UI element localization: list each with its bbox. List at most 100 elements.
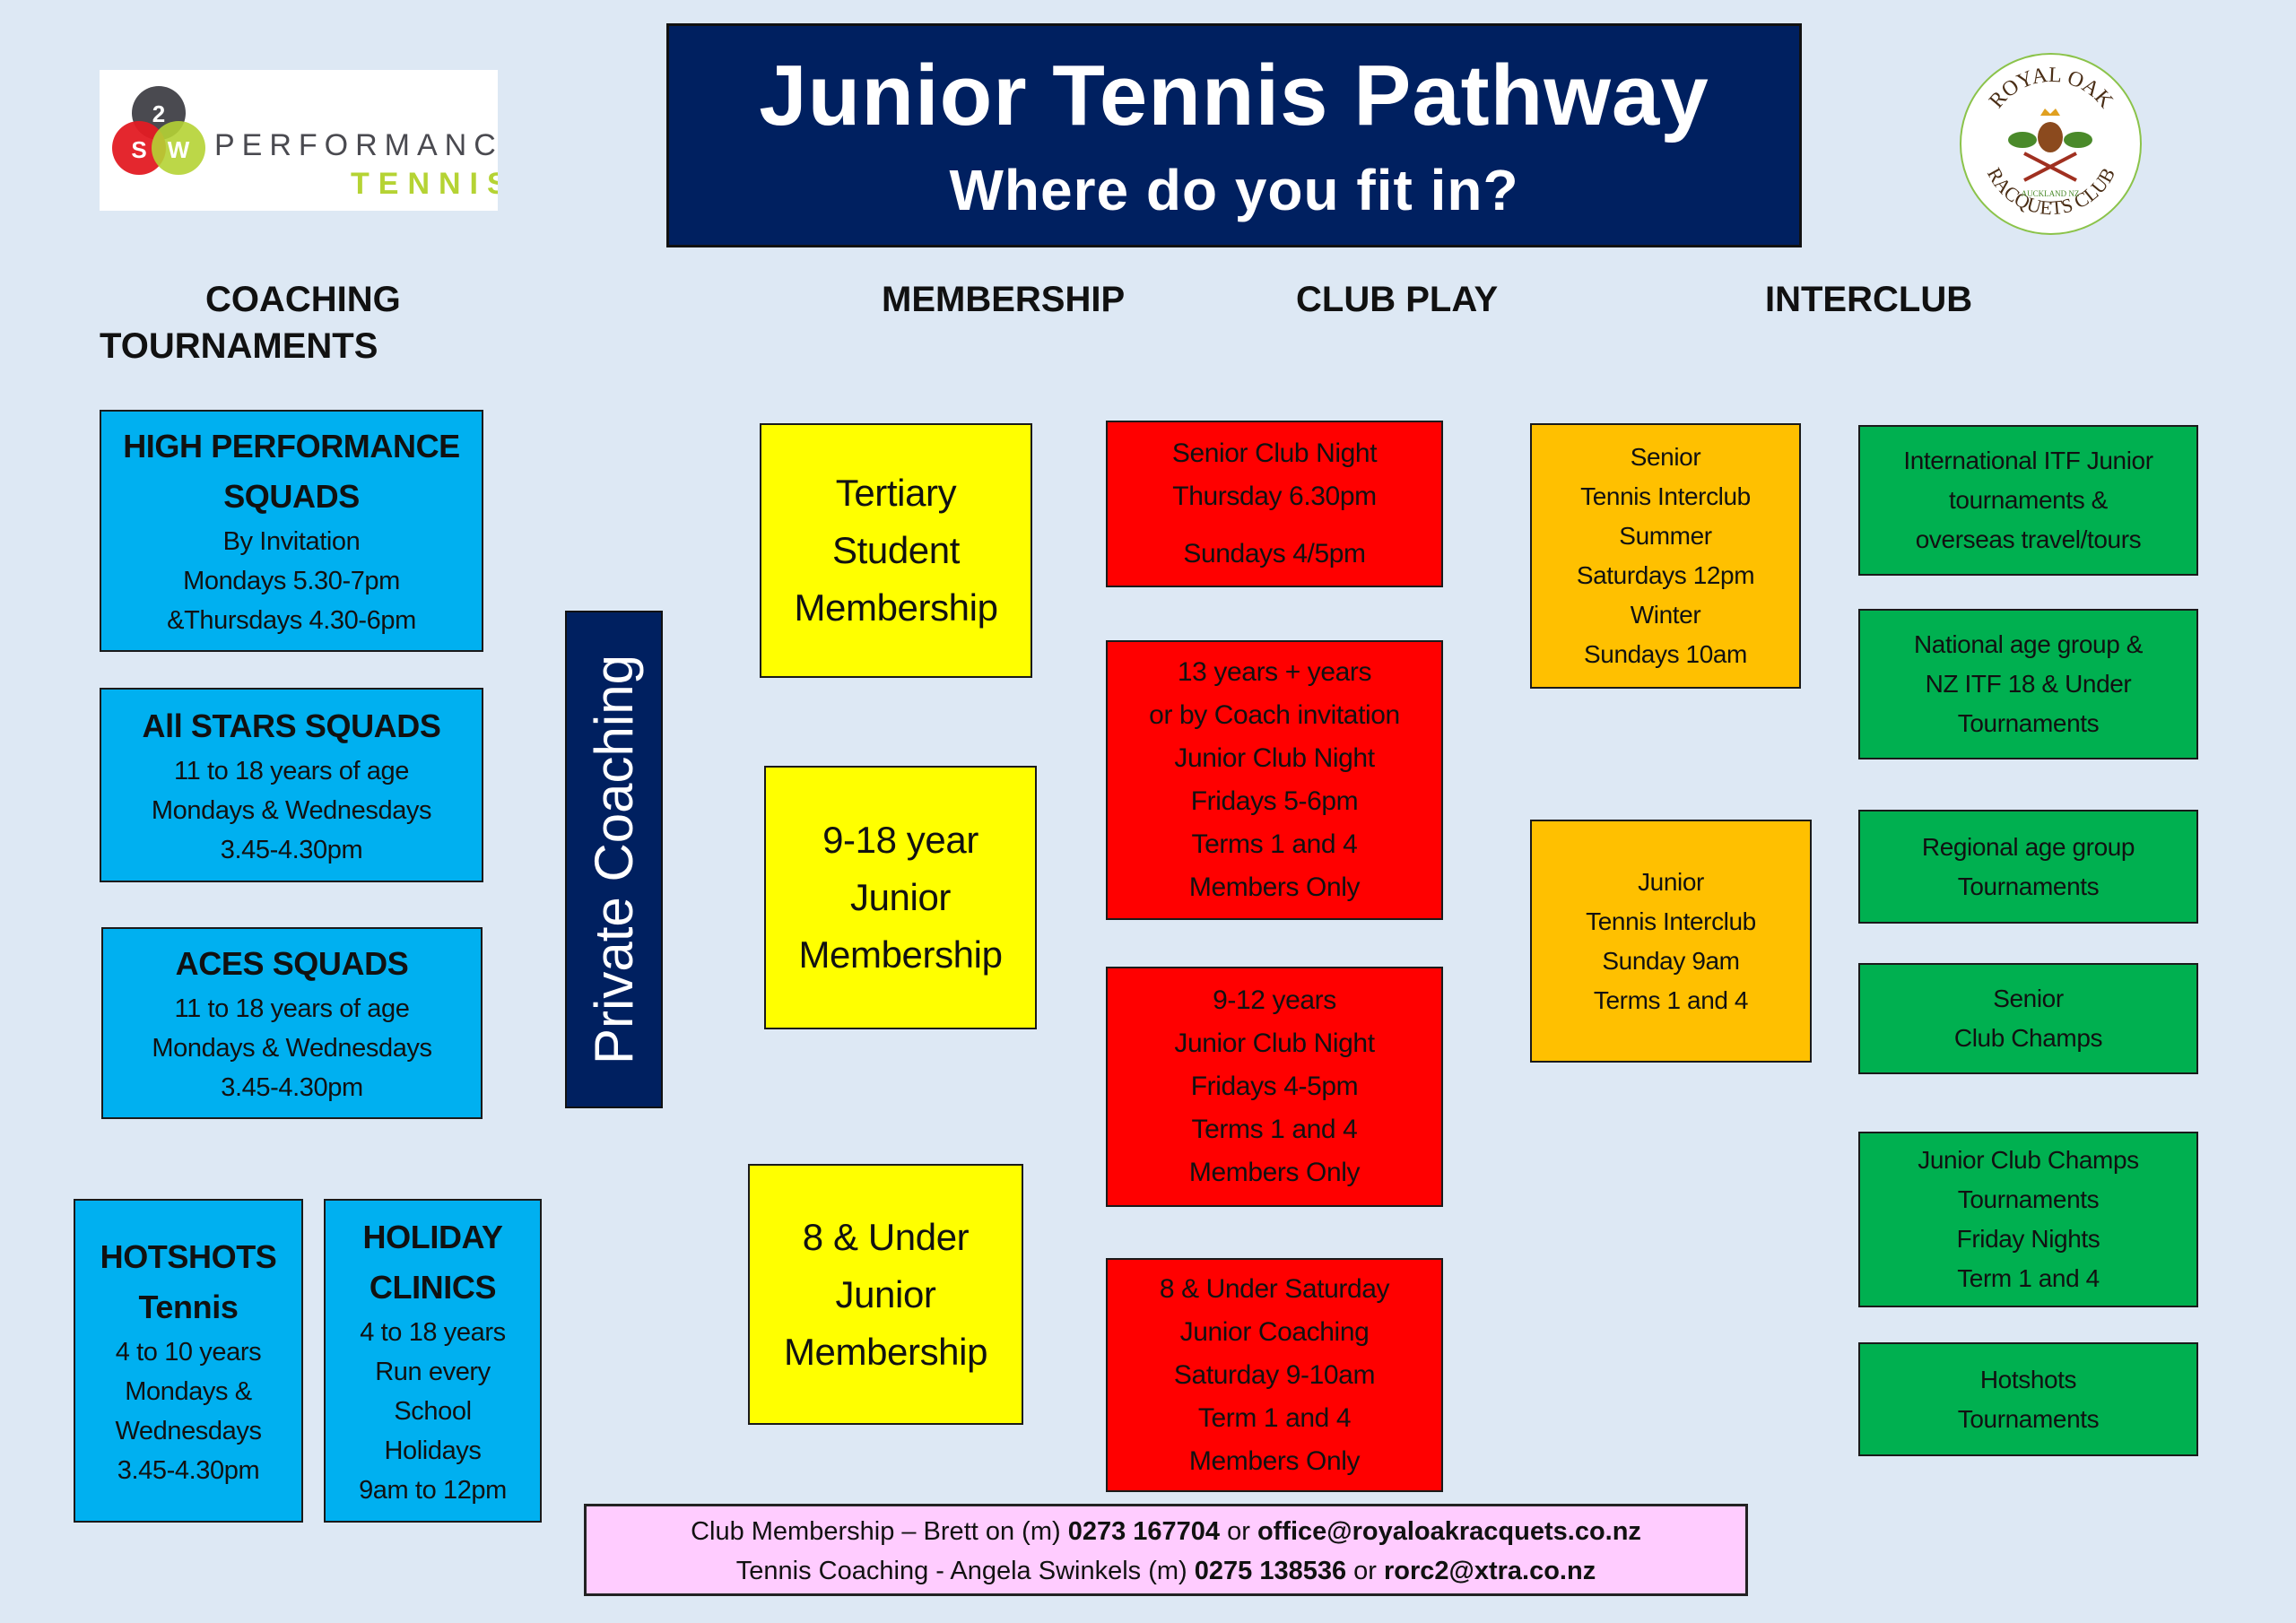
box-line: Wednesdays: [115, 1416, 262, 1445]
contact-label: Club Membership – Brett on (m): [691, 1517, 1068, 1546]
header-club-play: CLUB PLAY: [1296, 280, 1499, 319]
box-line: Members Only: [1188, 1445, 1361, 1476]
box-line: 3.45-4.30pm: [221, 1073, 363, 1102]
email-link[interactable]: rorc2@xtra.co.nz: [1384, 1557, 1596, 1585]
svg-text:2: 2: [152, 100, 165, 127]
box-line: Mondays & Wednesdays: [152, 1034, 432, 1063]
box-line: Tournaments: [1957, 709, 2100, 737]
box-line: Terms 1 and 4: [1593, 985, 1749, 1014]
box-line: overseas travel/tours: [1915, 525, 2142, 553]
box-line: 8 & Under Saturday: [1159, 1273, 1390, 1304]
box-line: Junior: [835, 1272, 936, 1315]
box-line: 4 to 18 years: [360, 1317, 506, 1347]
box-line: 9-18 year: [822, 819, 978, 861]
box-line: Tertiary: [835, 472, 957, 514]
box-line: Sundays 10am: [1584, 640, 1747, 668]
box-line: &Thursdays 4.30-6pm: [167, 606, 416, 635]
or-text: or: [1346, 1557, 1384, 1585]
box-line: Membership: [794, 586, 998, 629]
title-banner: Junior Tennis Pathway Where do you fit i…: [666, 23, 1802, 247]
contact-label: Tennis Coaching - Angela Swinkels (m): [735, 1557, 1195, 1585]
box-line: 3.45-4.30pm: [117, 1455, 260, 1485]
box-line: Fridays 5-6pm: [1190, 786, 1359, 816]
private-coaching-label: Private Coaching: [584, 655, 645, 1064]
box-line: Tennis Interclub: [1586, 907, 1756, 935]
box-title: Tennis: [138, 1288, 239, 1325]
box-line: Winter: [1630, 601, 1701, 629]
box-line: Mondays & Wednesdays: [151, 795, 432, 825]
private-coaching-box: Private Coaching: [565, 611, 663, 1108]
box-line: Members Only: [1188, 1158, 1361, 1187]
contact-footer: Club Membership – Brett on (m) 0273 1677…: [584, 1504, 1748, 1596]
box-line: Mondays &: [125, 1376, 252, 1406]
box-line: tournaments &: [1949, 486, 2108, 514]
email-link[interactable]: office@royaloakracquets.co.nz: [1257, 1517, 1641, 1546]
header-tournaments: TOURNAMENTS: [100, 326, 378, 366]
box-line: Membership: [783, 1330, 988, 1373]
phone-number: 0273 167704: [1067, 1517, 1221, 1546]
box-line: Junior Club Night: [1174, 743, 1375, 773]
svg-text:PERFORMANCE: PERFORMANCE: [214, 128, 498, 162]
box-line: Mondays 5.30-7pm: [183, 567, 400, 595]
royal-oak-logo: ROYAL OAK RACQUETS CLUB AUCKLAND NZ: [1960, 53, 2142, 235]
box-line: 4 to 10 years: [115, 1337, 262, 1367]
phone-number: 0275 138536: [1194, 1557, 1347, 1585]
box-title: SQUADS: [223, 478, 360, 515]
box-line: Regional age group: [1921, 832, 2135, 861]
box-line: Sunday 9am: [1602, 946, 1740, 975]
box-line: 9am to 12pm: [359, 1475, 507, 1505]
svg-text:ROYAL OAK: ROYAL OAK: [1985, 64, 2118, 113]
box-line: Junior Coaching: [1179, 1316, 1370, 1347]
box-line: NZ ITF 18 & Under: [1925, 670, 2132, 698]
box-title: CLINICS: [369, 1268, 497, 1306]
page-title: Junior Tennis Pathway: [759, 48, 1709, 143]
header-membership: MEMBERSHIP: [882, 280, 1126, 319]
box-title: HOTSHOTS: [100, 1237, 277, 1275]
box-title: All STARS SQUADS: [142, 707, 441, 744]
box-line: 13 years + years: [1177, 657, 1372, 687]
box-line: Thursday 6.30pm: [1172, 482, 1377, 511]
box-line: Membership: [798, 933, 1003, 976]
box-line: Junior Club Champs: [1918, 1146, 2139, 1174]
svg-text:AUCKLAND NZ: AUCKLAND NZ: [2022, 189, 2080, 198]
box-line: Junior: [850, 876, 951, 918]
box-line: Senior: [1993, 985, 2064, 1012]
box-line: School: [394, 1396, 472, 1426]
box-line: Junior: [1638, 867, 1704, 896]
box-line: Friday Nights: [1956, 1225, 2100, 1253]
header-interclub: INTERCLUB: [1765, 280, 1973, 319]
box-line: Saturday 9-10am: [1173, 1359, 1376, 1390]
page-subtitle: Where do you fit in?: [949, 158, 1519, 222]
box-line: 11 to 18 years of age: [174, 994, 410, 1023]
box-line: Holidays: [384, 1436, 482, 1465]
header-coaching: COACHING: [205, 280, 401, 319]
svg-text:W: W: [168, 136, 190, 163]
svg-text:S: S: [131, 136, 146, 163]
box-line: Terms 1 and 4: [1191, 829, 1358, 859]
box-line: 8 & Under: [802, 1215, 970, 1258]
box-line: 11 to 18 years of age: [174, 756, 409, 785]
box-line: 9-12 years: [1213, 985, 1336, 1015]
coaching-contact: Tennis Coaching - Angela Swinkels (m) 02…: [587, 1551, 1745, 1591]
performance-tennis-logo: 2 S W PERFORMANCE TENNIS: [100, 70, 523, 211]
box-line: Junior Club Night: [1174, 1028, 1375, 1058]
box-line: Members Only: [1188, 872, 1361, 902]
box-title: HOLIDAY: [362, 1218, 503, 1255]
membership-contact: Club Membership – Brett on (m) 0273 1677…: [587, 1512, 1745, 1551]
box-line: Term 1 and 4: [1957, 1264, 2100, 1292]
box-line: Club Champs: [1953, 1024, 2103, 1052]
box-line: Tournaments: [1957, 872, 2100, 900]
box-title: HIGH PERFORMANCE: [123, 428, 460, 464]
box-line: Tournaments: [1957, 1404, 2100, 1433]
